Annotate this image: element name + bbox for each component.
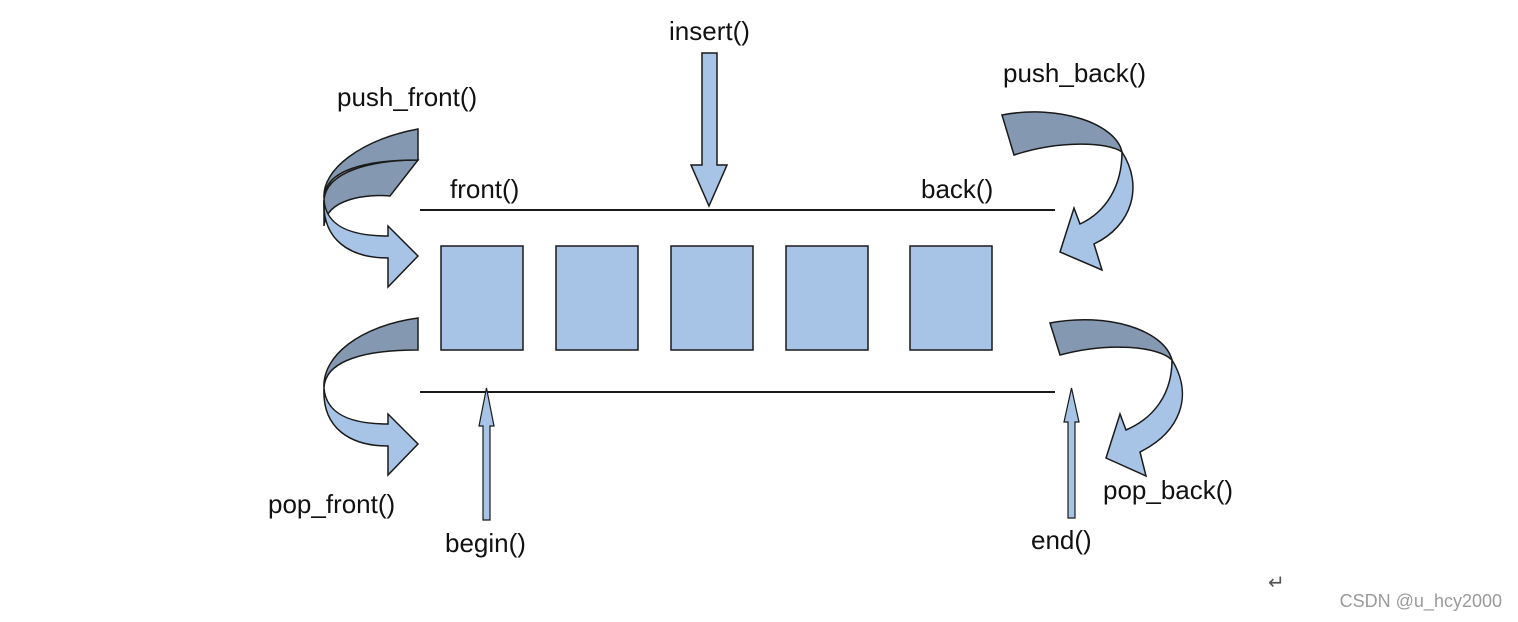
pop-front-label: pop_front() [268,489,396,519]
push-front-arrow-icon [323,128,420,289]
element-box [670,245,754,351]
pop-front-arrow-icon [323,317,420,477]
begin-label: begin() [445,528,526,558]
pop-back-label: pop_back() [1103,475,1234,505]
return-icon: ↵ [1268,570,1285,594]
push-front-label: push_front() [337,82,478,112]
insert-label: insert() [669,16,750,46]
insert-arrow-icon [689,52,729,208]
element-box [785,245,869,351]
element-box [440,245,524,351]
push-back-label: push_back() [1003,58,1147,88]
back-label: back() [921,174,994,204]
pop-back-arrow-icon [1049,319,1184,478]
watermark: CSDN @u_hcy2000 [1339,591,1502,611]
push-back-arrow-icon [1001,111,1134,272]
begin-arrow-icon [478,387,495,521]
end-arrow-icon [1063,387,1080,519]
element-box [555,245,639,351]
front-label: front() [450,174,520,204]
element-box [909,245,993,351]
end-label: end() [1031,525,1092,555]
